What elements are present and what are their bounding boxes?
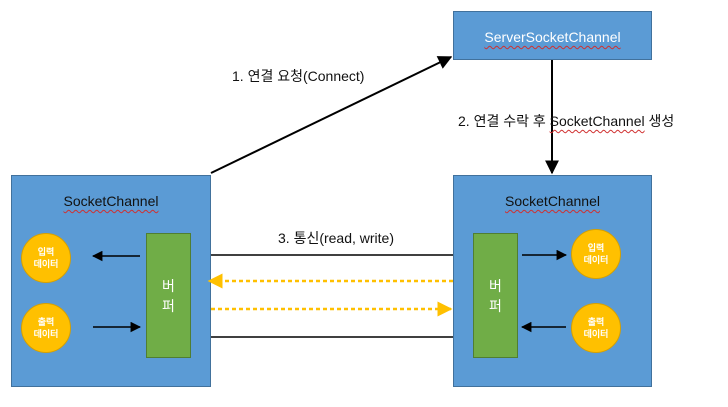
client-socket-channel-title: SocketChannel — [63, 193, 159, 209]
server-side-buffer: 버 퍼 — [473, 233, 518, 358]
client-buffer: 버 퍼 — [146, 233, 191, 358]
server-side-output-data: 출력 데이터 — [571, 303, 621, 353]
connect-arrow — [210, 56, 453, 174]
accept-label: 2. 연결 수락 후 SocketChannel 생성 — [458, 113, 675, 129]
client-output-data: 출력 데이터 — [21, 303, 71, 353]
server-socket-channel-box: ServerSocketChannel — [453, 11, 652, 60]
server-side-input-data: 입력 데이터 — [571, 229, 621, 279]
server-side-socket-channel-title: SocketChannel — [505, 193, 600, 209]
client-input-data: 입력 데이터 — [21, 233, 71, 283]
connect-label: 1. 연결 요청(Connect) — [232, 68, 365, 84]
server-socket-channel-title: ServerSocketChannel — [484, 29, 621, 45]
communicate-label: 3. 통신(read, write) — [278, 230, 395, 246]
